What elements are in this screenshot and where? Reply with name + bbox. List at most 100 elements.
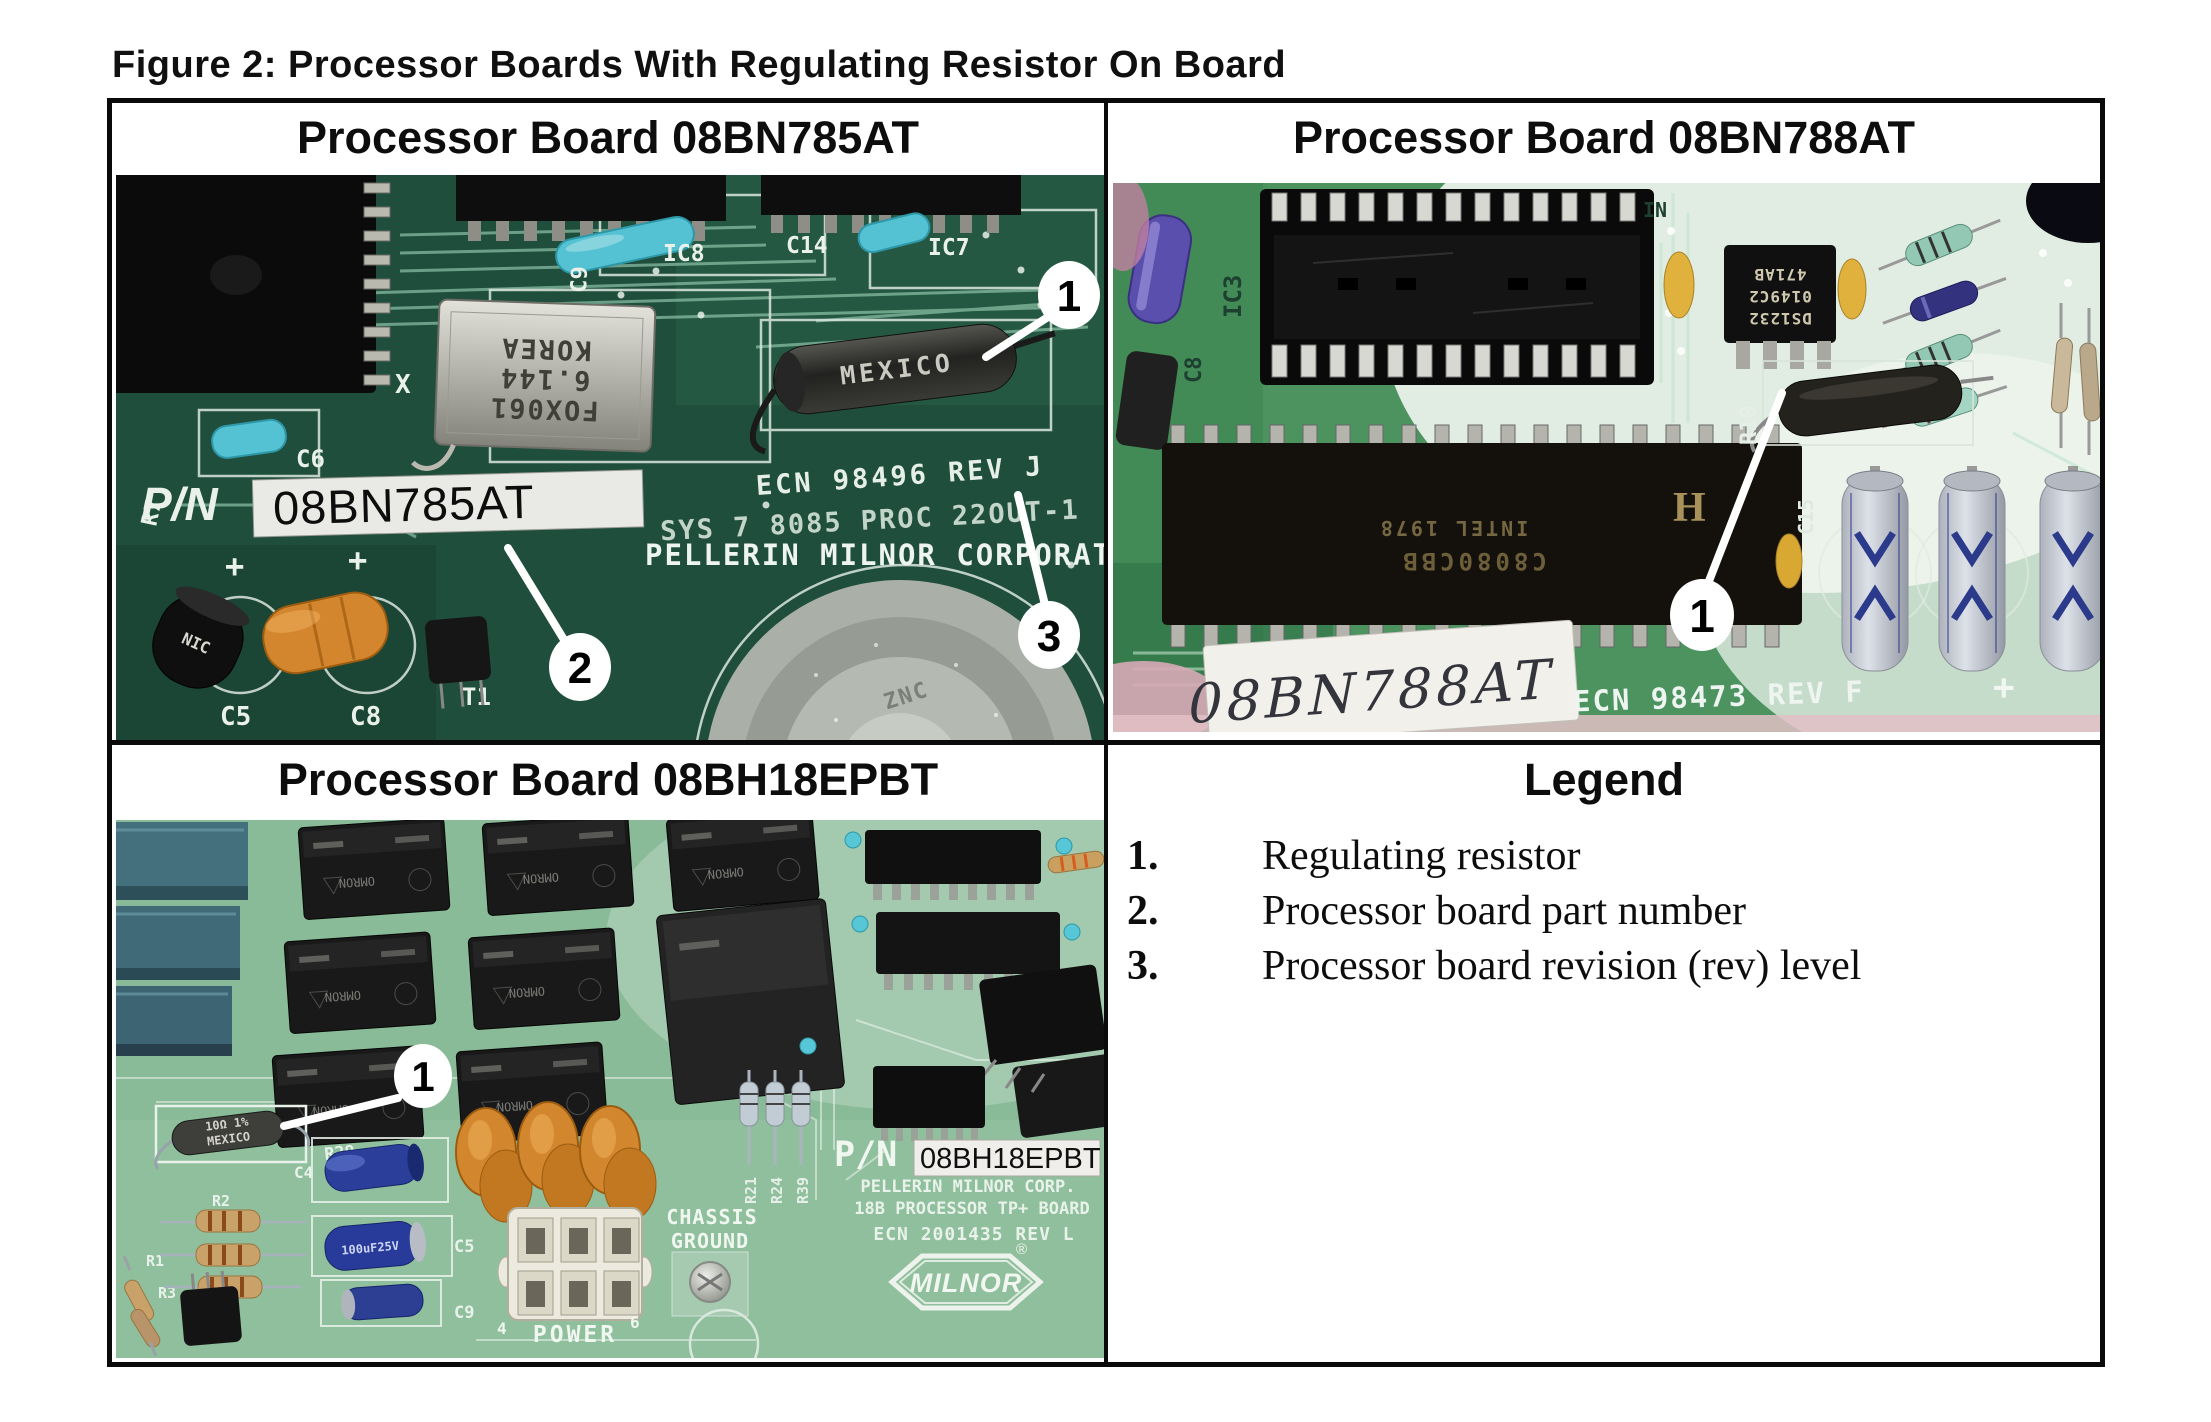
silkscreen-label-c8: C8 — [350, 702, 381, 732]
ic-marking: C8080CBB — [1399, 547, 1547, 575]
resistors-far-right — [2050, 303, 2100, 455]
ic-marking-h: H — [1673, 485, 1706, 531]
capacitor-blue — [324, 1143, 424, 1192]
relay — [283, 931, 437, 1035]
milnor-logo-text: MILNOR — [910, 1268, 1022, 1298]
silkscreen-pin4: 4 — [497, 1319, 507, 1338]
finger-smudge — [1113, 183, 1149, 271]
panel-header-08bh18epbt: Processor Board 08BH18EPBT — [277, 754, 939, 805]
capacitor-yellow — [1663, 251, 1695, 319]
silkscreen-plus: + — [348, 541, 367, 579]
silkscreen-label-r21: R21 — [742, 1177, 760, 1204]
legend-item-text: Processor board revision (rev) level — [1262, 943, 1862, 989]
chip-ds1232: DS1232 0149C2 471AB — [1724, 245, 1836, 369]
callout-1-number: 1 — [1689, 590, 1715, 642]
part-number-text: 08BN785AT — [272, 475, 535, 535]
silkscreen-ecn-rev: ECN 2001435 REV L — [873, 1224, 1074, 1245]
silkscreen-label-c8: C8 — [1182, 357, 1207, 384]
callout-1: 1 — [1038, 261, 1100, 329]
vias — [1665, 227, 2072, 355]
callout-1: 1 — [1670, 579, 1734, 651]
capacitor-teal-c6 — [211, 418, 287, 459]
callout-line — [280, 1094, 402, 1130]
transistor — [424, 616, 492, 709]
relay — [467, 927, 621, 1031]
part-number-label-handwritten: 08BN788AT — [1189, 619, 1580, 732]
transistor-power — [976, 964, 1104, 1138]
silkscreen-label-ic3: IC3 — [1219, 275, 1247, 318]
capacitor-blue-small — [341, 1283, 424, 1321]
regulating-resistor-r10 — [1749, 364, 1994, 453]
panel-legend: Legend 1. Regulating resistor 2. Process… — [1108, 745, 2100, 1362]
silkscreen-board-line: 18B PROCESSOR TP+ BOARD — [854, 1199, 1089, 1219]
crystal-text: 6.144 — [499, 361, 591, 395]
relay — [665, 820, 820, 913]
silkscreen-pin6: 6 — [630, 1313, 640, 1332]
silkscreen-plus: + — [1993, 667, 2015, 708]
standing-resistors — [739, 1070, 811, 1165]
registered-mark: ® — [1016, 1241, 1027, 1258]
silkscreen-label-c6: C6 — [296, 445, 325, 473]
photo-processor-board-08bn788at: IC3 C8 IN DS1232 — [1113, 183, 2100, 732]
silkscreen-label-r1: R1 — [146, 1252, 164, 1270]
silkscreen-label-r7: R7 — [137, 497, 167, 528]
legend-header: Legend — [1523, 754, 1684, 805]
callout-2-number: 2 — [568, 644, 592, 693]
metal-can: ZNC — [708, 580, 1092, 740]
capacitor-teal — [555, 215, 695, 275]
chip-marking: 471AB — [1753, 265, 1806, 284]
part-number-label: 08BN785AT — [251, 469, 645, 538]
silkscreen-label-ic7: IC7 — [928, 235, 970, 261]
silkscreen-label-c4: C4 — [294, 1163, 313, 1182]
dip-ic — [865, 830, 1041, 900]
panel-board-08bn785at: Processor Board 08BN785AT — [112, 103, 1108, 745]
silkscreen-label-c5: C5 — [220, 702, 251, 732]
figure-title: Figure 2: Processor Boards With Regulati… — [112, 44, 1287, 86]
panel-header-08bn785at: Processor Board 08BN785AT — [297, 112, 919, 163]
relay — [297, 820, 451, 921]
silkscreen-label-in: IN — [1643, 198, 1667, 222]
callout-1-number: 1 — [411, 1053, 434, 1100]
capacitor-orange — [262, 591, 389, 675]
silkscreen-label-c9: C9 — [454, 1303, 474, 1323]
silkscreen-power: POWER — [533, 1322, 617, 1348]
silkscreen-label-t1: T1 — [462, 683, 491, 711]
dip-ic-top-right — [761, 175, 1021, 233]
milnor-logo: MILNOR ® — [888, 1241, 1044, 1311]
callout-2: 2 — [549, 633, 611, 701]
silkscreen-label-ic8: IC8 — [663, 241, 705, 267]
crystal-oscillator: FOX061 6.144 KOREA — [411, 298, 657, 471]
part-number-label: 08BH18EPBT — [913, 1139, 1101, 1177]
panel-board-08bn788at: Processor Board 08BN788AT — [1108, 103, 2100, 745]
silkscreen-label-c9: C9 — [567, 266, 593, 293]
legend-item-text: Processor board part number — [1262, 888, 1747, 934]
silkscreen-pn-prefix: P/N — [141, 478, 218, 530]
crystal-text: FOX061 — [489, 391, 600, 426]
callout-1: 1 — [394, 1044, 452, 1108]
capacitor-black-top — [2026, 183, 2100, 243]
figure-table: Processor Board 08BN785AT — [107, 98, 2105, 1367]
silkscreen-label-c14: C14 — [786, 233, 828, 259]
transistor — [180, 1270, 242, 1346]
part-number-text: 08BH18EPBT — [920, 1143, 1101, 1175]
ic-socket-empty — [1260, 189, 1654, 385]
panel-board-08bh18epbt: Processor Board 08BH18EPBT OMRON — [112, 745, 1108, 1362]
electrolytic-capacitors — [1818, 466, 2100, 672]
silkscreen-label-c5: C5 — [454, 1237, 474, 1257]
photo-processor-board-08bh18epbt: OMRON — [116, 820, 1104, 1358]
dip-ic-top-middle — [456, 175, 726, 241]
silkscreen-outlines — [311, 1137, 453, 1327]
pad-circle — [688, 1308, 760, 1358]
legend-item-text: Regulating resistor — [1262, 833, 1581, 879]
crystal-text: KOREA — [500, 331, 592, 365]
silkscreen-ground: GROUND — [671, 1229, 749, 1253]
callout-1-number: 1 — [1057, 272, 1081, 321]
power-connector — [497, 1207, 653, 1321]
capacitor-blue: 100uF25V — [324, 1221, 426, 1271]
dip-ic-large — [116, 175, 391, 393]
callout-3: 3 — [1018, 601, 1080, 669]
heatsink — [116, 822, 248, 1056]
finger-smudge — [1113, 661, 1223, 732]
chip-marking: 0149C2 — [1748, 287, 1812, 306]
